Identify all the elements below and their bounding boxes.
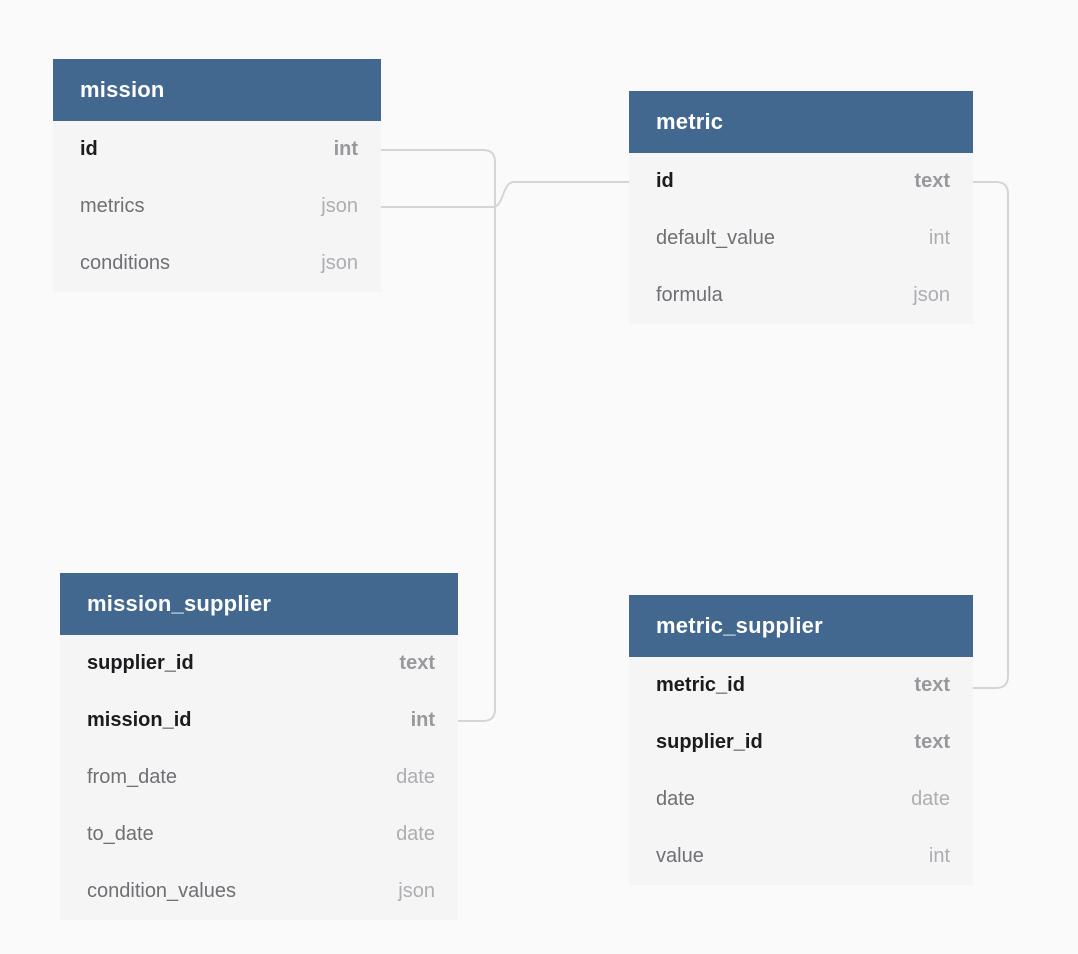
field-name: value bbox=[656, 845, 704, 867]
field-row-metric_supplier-date[interactable]: date date bbox=[629, 771, 973, 828]
table-title: metric_supplier bbox=[656, 613, 823, 638]
field-name: formula bbox=[656, 284, 723, 306]
field-type: text bbox=[914, 731, 950, 753]
field-type: int bbox=[333, 138, 358, 160]
field-name: id bbox=[80, 138, 98, 160]
field-row-mission_supplier-to_date[interactable]: to_date date bbox=[60, 806, 458, 863]
field-row-mission-metrics[interactable]: metrics json bbox=[53, 178, 381, 235]
field-name: supplier_id bbox=[87, 652, 194, 674]
field-name: id bbox=[656, 170, 674, 192]
table-header-metric_supplier[interactable]: metric_supplier bbox=[629, 595, 973, 657]
table-header-mission_supplier[interactable]: mission_supplier bbox=[60, 573, 458, 635]
field-type: json bbox=[321, 252, 358, 274]
field-row-mission-id[interactable]: id int bbox=[53, 121, 381, 178]
field-type: date bbox=[396, 823, 435, 845]
field-name: to_date bbox=[87, 823, 154, 845]
table-mission[interactable]: mission id int metrics json conditions json bbox=[53, 59, 381, 292]
field-type: date bbox=[396, 766, 435, 788]
field-name: metric_id bbox=[656, 674, 745, 696]
field-type: date bbox=[911, 788, 950, 810]
table-body-metric: id text default_value int formula json bbox=[629, 153, 973, 324]
table-header-metric[interactable]: metric bbox=[629, 91, 973, 153]
field-name: date bbox=[656, 788, 695, 810]
field-type: int bbox=[410, 709, 435, 731]
table-title: mission bbox=[80, 77, 165, 102]
field-type: json bbox=[913, 284, 950, 306]
field-name: supplier_id bbox=[656, 731, 763, 753]
field-row-metric-formula[interactable]: formula json bbox=[629, 267, 973, 324]
field-row-metric_supplier-supplier_id[interactable]: supplier_id text bbox=[629, 714, 973, 771]
field-name: condition_values bbox=[87, 880, 236, 902]
field-name: metrics bbox=[80, 195, 145, 217]
field-name: conditions bbox=[80, 252, 171, 274]
field-row-metric_supplier-metric_id[interactable]: metric_id text bbox=[629, 657, 973, 714]
field-name: from_date bbox=[87, 766, 178, 788]
field-type: text bbox=[914, 674, 950, 696]
field-name: default_value bbox=[656, 227, 775, 249]
field-row-metric_supplier-value[interactable]: value int bbox=[629, 828, 973, 885]
field-row-mission-conditions[interactable]: conditions json bbox=[53, 235, 381, 292]
field-type: text bbox=[914, 170, 950, 192]
table-body-mission: id int metrics json conditions json bbox=[53, 121, 381, 292]
table-title: metric bbox=[656, 109, 724, 134]
table-metric[interactable]: metric id text default_value int formula json bbox=[629, 91, 973, 324]
field-type: int bbox=[928, 845, 950, 867]
table-header-mission[interactable]: mission bbox=[53, 59, 381, 121]
field-row-mission_supplier-supplier_id[interactable]: supplier_id text bbox=[60, 635, 458, 692]
field-type: json bbox=[321, 195, 358, 217]
table-mission_supplier[interactable]: mission_supplier supplier_id text mission_i… bbox=[60, 573, 458, 920]
relationship-line-mission.metrics-to-metric.id[interactable] bbox=[381, 181, 629, 208]
field-row-mission_supplier-from_date[interactable]: from_date date bbox=[60, 749, 458, 806]
field-row-metric-id[interactable]: id text bbox=[629, 153, 973, 210]
relationship-line-metric.id-to-metric_supplier.metric_id[interactable] bbox=[973, 181, 1009, 689]
field-row-mission_supplier-mission_id[interactable]: mission_id int bbox=[60, 692, 458, 749]
field-type: int bbox=[928, 227, 950, 249]
field-type: text bbox=[399, 652, 435, 674]
field-row-mission_supplier-condition_values[interactable]: condition_values json bbox=[60, 863, 458, 920]
field-row-metric-default_value[interactable]: default_value int bbox=[629, 210, 973, 267]
table-title: mission_supplier bbox=[87, 591, 272, 616]
field-name: mission_id bbox=[87, 709, 192, 731]
relationship-line-mission.id-to-mission_supplier.mission_id[interactable] bbox=[381, 149, 496, 722]
field-type: json bbox=[398, 880, 435, 902]
